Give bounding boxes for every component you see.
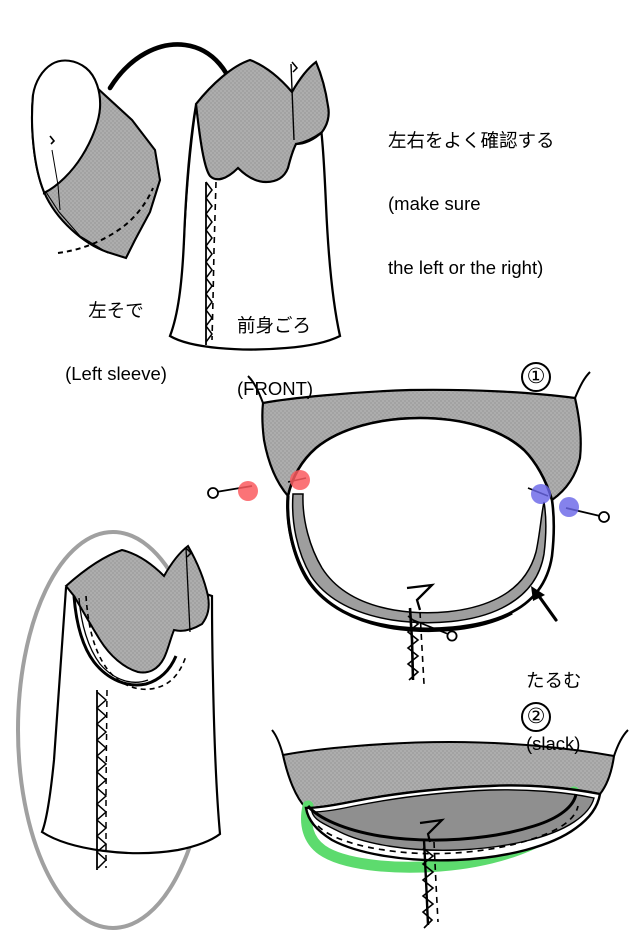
label-front-body-jp: 前身ごろ bbox=[237, 315, 312, 337]
sleeve-fold-line bbox=[45, 191, 109, 254]
left-sleeve-figure bbox=[30, 59, 162, 260]
label-left-sleeve-jp: 左そで bbox=[88, 300, 144, 322]
detail-armhole-seam bbox=[72, 595, 178, 687]
step1-dashed-tail bbox=[419, 611, 425, 685]
detail-armhole-dashed bbox=[85, 595, 187, 691]
slack-pointer-arrow bbox=[531, 586, 558, 622]
label-check-left-right-en2: the left or the right) bbox=[388, 256, 544, 278]
label-front-body: 前身ごろ (FRONT) bbox=[237, 273, 313, 421]
detail-oval-callout bbox=[16, 530, 222, 930]
detail-shoulder-notch bbox=[185, 547, 193, 558]
step-number-2: ② bbox=[521, 702, 551, 732]
detail-armhole-seam-inner bbox=[78, 597, 149, 683]
label-slack-jp: たるむ bbox=[526, 670, 582, 692]
slack-arrow-head bbox=[531, 586, 545, 601]
label-left-sleeve: 左そで (Left sleeve) bbox=[46, 258, 186, 406]
front-left-side-seam bbox=[183, 107, 197, 246]
pin-blue-right-dot bbox=[559, 497, 579, 517]
step1-joined-seam-curve bbox=[286, 495, 513, 633]
pin-markers-group bbox=[207, 470, 610, 523]
front-dashed-seamline bbox=[211, 181, 217, 341]
label-slack-en: (slack) bbox=[526, 733, 581, 755]
label-check-left-right: 左右をよく確認する (make sure the left or the rig… bbox=[388, 88, 555, 299]
sleeve-notch-mark bbox=[49, 135, 56, 145]
step2-left-top-edge bbox=[271, 729, 284, 756]
pin-red-left-head bbox=[207, 487, 219, 499]
step1-lower-pin-head bbox=[446, 630, 458, 642]
sleeve-white-cap bbox=[30, 59, 102, 195]
pin-blue-right-head bbox=[598, 511, 610, 523]
step1-zigzag-tail bbox=[406, 615, 420, 681]
step1-left-top-edge bbox=[247, 375, 264, 404]
step2-dashed-stitch bbox=[317, 805, 579, 855]
step2-right-top-edge bbox=[613, 729, 629, 757]
step2-finished-seam-figure bbox=[271, 729, 629, 929]
sleeve-dashed-seamline bbox=[57, 187, 154, 254]
pin-red-right-dot bbox=[290, 470, 310, 490]
pin-red-left-dot bbox=[238, 481, 258, 501]
detail-side-dashed bbox=[105, 689, 108, 868]
step1-armhole-figure bbox=[247, 371, 591, 685]
sleeve-side-crease bbox=[51, 149, 61, 211]
front-sleeve-gray-overlay bbox=[194, 58, 330, 184]
shoulder-notch-mark bbox=[291, 61, 299, 73]
step1-seam-notch bbox=[406, 583, 436, 611]
step2-tail-zigzag bbox=[421, 847, 435, 929]
pin-blue-left-dot bbox=[531, 484, 551, 504]
detail-shoulder-gray bbox=[64, 544, 210, 674]
step2-seam-line bbox=[306, 793, 578, 842]
step2-seam-notch bbox=[419, 818, 446, 843]
label-left-sleeve-en: (Left sleeve) bbox=[65, 363, 167, 385]
front-sleeve-right-edge bbox=[295, 131, 323, 145]
step-number-1: ① bbox=[521, 362, 551, 392]
detail-side-zigzag bbox=[95, 691, 108, 869]
step2-tail-edge bbox=[422, 839, 430, 926]
front-bodice-figure bbox=[168, 58, 342, 351]
detail-shoulder-seam bbox=[185, 547, 191, 633]
step1-lower-pin-shaft bbox=[412, 619, 449, 635]
step2-tail-dashed bbox=[433, 841, 439, 923]
shoulder-seam-line bbox=[290, 63, 295, 141]
step1-right-top-edge bbox=[574, 371, 591, 399]
label-slack: たるむ (slack) bbox=[526, 628, 582, 776]
label-front-body-en: (FRONT) bbox=[237, 378, 314, 400]
label-check-left-right-jp: 左右をよく確認する bbox=[388, 130, 555, 152]
label-check-left-right-en1: (make sure bbox=[388, 193, 481, 215]
